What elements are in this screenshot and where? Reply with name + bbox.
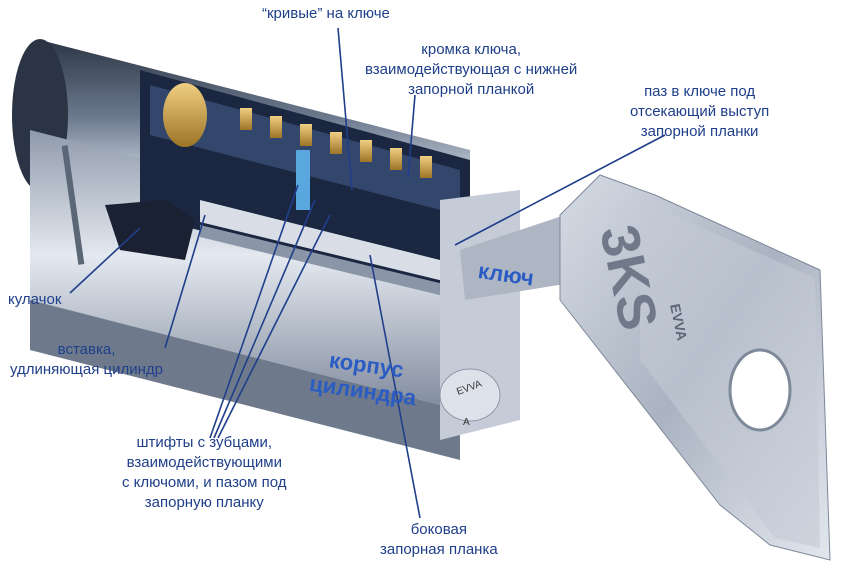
evva-key-engraving: EVVA <box>667 302 690 342</box>
label-pins: штифты с зубцами, взаимодействующими с к… <box>122 434 287 511</box>
brass-pins <box>163 83 432 178</box>
key: 3KS EVVA <box>460 174 831 561</box>
leader-extension <box>164 214 206 349</box>
leader-side-bar <box>369 254 421 519</box>
label-cam: кулачок <box>8 291 62 308</box>
cutaway-interior <box>140 70 470 300</box>
cam-part <box>105 200 195 260</box>
key-hole <box>728 348 792 432</box>
leader-key-groove <box>454 134 666 246</box>
leader-lines <box>69 27 666 519</box>
leader-pins-1 <box>209 184 299 439</box>
label-key-edge: кромка ключа, взаимодействующая с нижней… <box>365 41 578 98</box>
leader-cam <box>69 227 141 294</box>
leader-pins-2 <box>213 199 316 439</box>
leader-curves <box>337 27 353 191</box>
leader-key-edge <box>407 94 416 179</box>
cylinder-front: EVVA A <box>439 190 520 440</box>
label-curves: “кривые” на ключе <box>262 5 390 22</box>
label-extension: вставка, удлиняющая цилиндр <box>10 341 163 378</box>
leader-pins-3 <box>217 214 331 439</box>
label-key-groove: паз в ключе под отсекающий выступ запорн… <box>630 83 770 140</box>
label-side-bar: боковая запорная планка <box>380 521 498 558</box>
cylinder-letter: A <box>463 417 470 428</box>
